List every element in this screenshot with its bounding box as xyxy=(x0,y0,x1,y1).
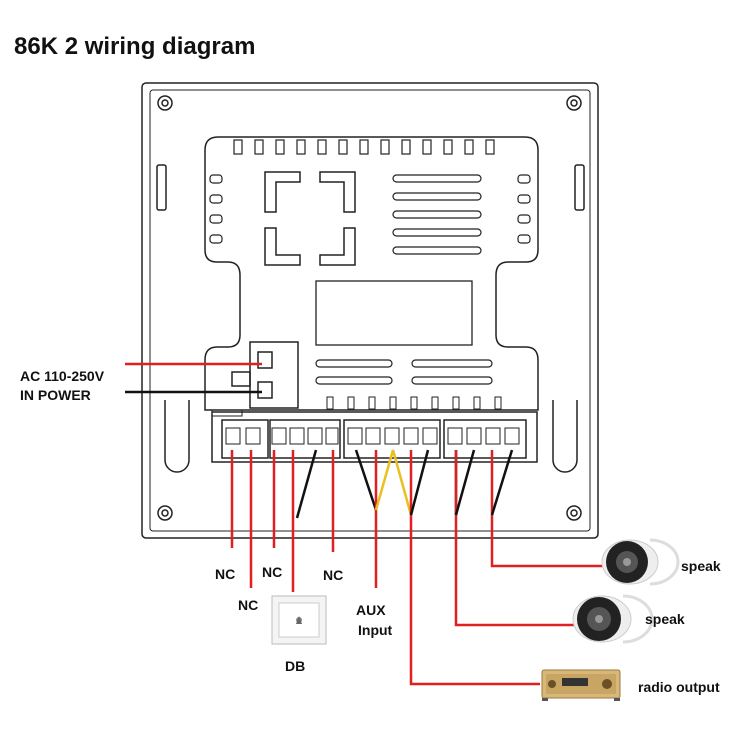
db-wire-black xyxy=(295,449,318,519)
radio-receiver-icon xyxy=(541,669,621,701)
aux-label-line2: Input xyxy=(358,622,393,638)
doorbell-switch-icon xyxy=(271,595,327,645)
nc-label-3: NC xyxy=(262,564,283,580)
nc-label-4: NC xyxy=(323,567,344,583)
speaker-icon xyxy=(601,538,680,586)
power-connector xyxy=(231,341,299,409)
db-label: DB xyxy=(285,658,306,674)
ac-power-label-line1: AC 110-250V xyxy=(20,368,105,384)
nc-label-1: NC xyxy=(215,566,236,582)
ac-power-label-line2: IN POWER xyxy=(20,387,91,403)
speaker-icon xyxy=(572,594,654,644)
nc-label-2: NC xyxy=(238,597,259,613)
device-panel xyxy=(141,82,599,539)
wires xyxy=(125,362,605,686)
diagram-title: 86K 2 wiring diagram xyxy=(14,33,256,60)
speaker-label-1: speak xyxy=(681,558,721,574)
screw-icon xyxy=(157,95,582,521)
radio-output-label: radio output xyxy=(638,679,720,695)
aux-label-line1: AUX xyxy=(356,602,386,618)
speaker-label-2: speak xyxy=(645,611,685,627)
terminal-block xyxy=(211,411,538,463)
